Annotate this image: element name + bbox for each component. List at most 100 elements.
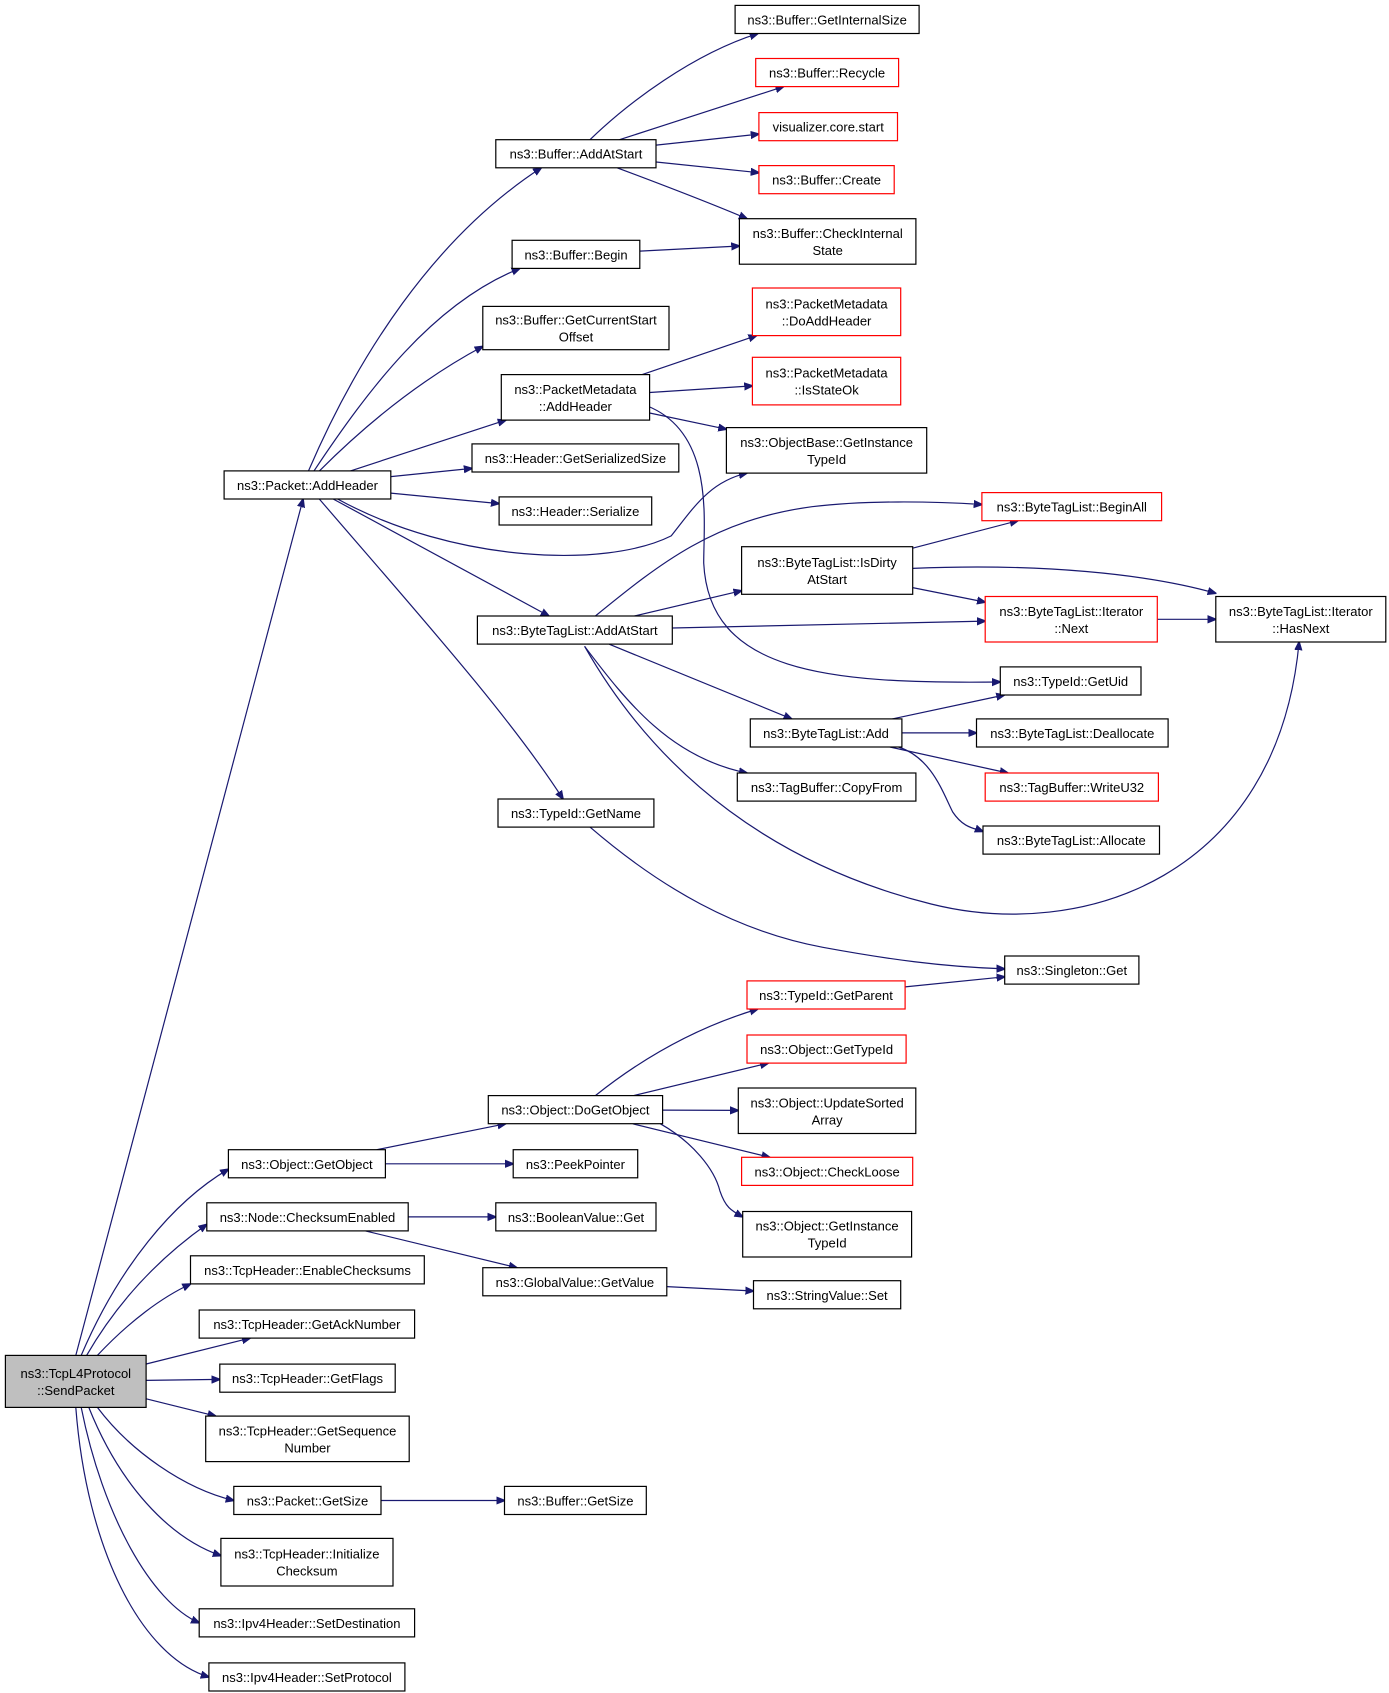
- node-pmDoAddHeader[interactable]: ns3::PacketMetadata::DoAddHeader: [751, 287, 902, 337]
- node-btlAdd[interactable]: ns3::ByteTagList::Add: [749, 718, 903, 748]
- node-tcpGetFlags[interactable]: ns3::TcpHeader::GetFlags: [219, 1363, 396, 1393]
- edge-typeIdGetParent-to-singletonGet: [905, 977, 1005, 988]
- node-box: [495, 1202, 657, 1232]
- node-singletonGet[interactable]: ns3::Singleton::Get: [1004, 955, 1140, 985]
- edge-root-to-pktGetSize: [96, 1407, 233, 1500]
- node-label: ns3::BooleanValue::Get: [508, 1210, 645, 1225]
- node-typeIdGetName[interactable]: ns3::TypeId::GetName: [497, 798, 655, 828]
- node-box: [982, 825, 1161, 855]
- node-objGetTypeId[interactable]: ns3::Object::GetTypeId: [746, 1034, 907, 1064]
- node-btlBeginAll[interactable]: ns3::ByteTagList::BeginAll: [981, 492, 1163, 522]
- node-box: [511, 239, 641, 270]
- node-tcpGetAckNumber[interactable]: ns3::TcpHeader::GetAckNumber: [198, 1309, 416, 1339]
- edge-btlAdd-to-btlAllocate: [898, 746, 983, 832]
- node-root[interactable]: ns3::TcpL4Protocol::SendPacket: [4, 1354, 147, 1409]
- node-tcpEnableChecksums[interactable]: ns3::TcpHeader::EnableChecksums: [189, 1255, 425, 1285]
- node-bufAddAtStart[interactable]: ns3::Buffer::AddAtStart: [495, 139, 657, 169]
- node-label: ns3::Object::GetInstance: [756, 1219, 899, 1234]
- node-box: [198, 1608, 416, 1638]
- edge-btlAdd-to-typeIdGetUid: [892, 695, 1004, 720]
- node-bufGetSize[interactable]: ns3::Buffer::GetSize: [503, 1485, 647, 1516]
- node-hdrGetSerializedSize[interactable]: ns3::Header::GetSerializedSize: [471, 443, 680, 473]
- edge-btlIsDirty-to-btlBeginAll: [912, 521, 1018, 549]
- node-label: ns3::ByteTagList::BeginAll: [997, 500, 1147, 515]
- node-box: [736, 772, 917, 802]
- edge-root-to-ipv4SetProtocol: [75, 1407, 209, 1677]
- node-box: [738, 218, 917, 265]
- node-typeIdGetParent[interactable]: ns3::TypeId::GetParent: [746, 980, 906, 1010]
- node-btlAddAtStart[interactable]: ns3::ByteTagList::AddAtStart: [476, 615, 673, 645]
- node-box: [999, 666, 1142, 696]
- node-objDoGetObject[interactable]: ns3::Object::DoGetObject: [487, 1094, 664, 1125]
- node-box: [734, 4, 920, 35]
- node-label: ::DoAddHeader: [782, 313, 872, 328]
- node-label: AtStart: [807, 572, 847, 587]
- node-box: [1215, 595, 1387, 643]
- node-addHeader[interactable]: ns3::Packet::AddHeader: [223, 470, 392, 500]
- edge-nodeChecksumEnabled-to-gvGetValue: [365, 1230, 517, 1268]
- node-label: ns3::Buffer::Begin: [524, 247, 627, 262]
- node-gvGetValue[interactable]: ns3::GlobalValue::GetValue: [482, 1267, 668, 1297]
- node-btlDeallocate[interactable]: ns3::ByteTagList::Deallocate: [975, 718, 1169, 748]
- node-bufGetInternalSize[interactable]: ns3::Buffer::GetInternalSize: [734, 4, 920, 35]
- edge-pmAddHeader-to-pmIsStateOk: [649, 386, 753, 394]
- node-label: ns3::TagBuffer::CopyFrom: [751, 780, 903, 795]
- node-label: Number: [284, 1440, 331, 1455]
- node-btlIterNext[interactable]: ns3::ByteTagList::Iterator::Next: [984, 595, 1158, 643]
- edge-objDoGetObject-to-objGetTypeId: [633, 1063, 769, 1097]
- node-bufCreate[interactable]: ns3::Buffer::Create: [758, 165, 895, 195]
- node-objGetObject[interactable]: ns3::Object::GetObject: [227, 1149, 386, 1179]
- node-box: [498, 496, 653, 526]
- node-pmAddHeader[interactable]: ns3::PacketMetadata::AddHeader: [500, 374, 651, 421]
- node-label: ns3::Object::GetTypeId: [760, 1042, 893, 1057]
- node-peekPointer[interactable]: ns3::PeekPointer: [512, 1149, 639, 1179]
- edge-root-to-nodeChecksumEnabled: [86, 1224, 207, 1356]
- node-svSet[interactable]: ns3::StringValue::Set: [752, 1280, 902, 1310]
- node-label: ns3::TypeId::GetParent: [759, 988, 893, 1003]
- node-boolGet[interactable]: ns3::BooleanValue::Get: [495, 1202, 657, 1232]
- nodes-layer: ns3::TcpL4Protocol::SendPacketns3::Packe…: [4, 4, 1387, 1692]
- edge-root-to-tcpGetAckNumber: [146, 1338, 250, 1365]
- node-label: ns3::StringValue::Set: [767, 1288, 889, 1303]
- node-label: ns3::ByteTagList::Deallocate: [990, 726, 1154, 741]
- node-pktGetSize[interactable]: ns3::Packet::GetSize: [233, 1485, 382, 1516]
- node-box: [220, 1537, 394, 1587]
- node-tbWriteU32[interactable]: ns3::TagBuffer::WriteU32: [984, 772, 1160, 802]
- node-label: Checksum: [276, 1564, 337, 1579]
- node-label: TypeId: [808, 1236, 847, 1251]
- edge-btlAddAtStart-to-tbCopyFrom: [584, 645, 747, 773]
- edge-addHeader-to-btlAddAtStart: [333, 498, 549, 616]
- node-label: ns3::ByteTagList::Allocate: [997, 833, 1146, 848]
- node-label: ns3::ByteTagList::Add: [763, 726, 889, 741]
- node-vizStart[interactable]: visualizer.core.start: [758, 111, 899, 142]
- node-ipv4SetProtocol[interactable]: ns3::Ipv4Header::SetProtocol: [208, 1662, 406, 1692]
- node-tbCopyFrom[interactable]: ns3::TagBuffer::CopyFrom: [736, 772, 917, 802]
- node-box: [755, 57, 900, 88]
- node-label: ns3::Singleton::Get: [1017, 963, 1128, 978]
- node-objCheckLoose[interactable]: ns3::Object::CheckLoose: [740, 1156, 914, 1187]
- node-nodeChecksumEnabled[interactable]: ns3::Node::ChecksumEnabled: [206, 1202, 409, 1232]
- node-bufBegin[interactable]: ns3::Buffer::Begin: [511, 239, 641, 270]
- node-ipv4SetDestination[interactable]: ns3::Ipv4Header::SetDestination: [198, 1608, 416, 1638]
- node-typeIdGetUid[interactable]: ns3::TypeId::GetUid: [999, 666, 1142, 696]
- node-label: ns3::ByteTagList::Iterator: [1229, 604, 1373, 619]
- node-btlAllocate[interactable]: ns3::ByteTagList::Allocate: [982, 825, 1161, 855]
- edge-bufAddAtStart-to-bufRecycle: [619, 87, 784, 141]
- node-hdrSerialize[interactable]: ns3::Header::Serialize: [498, 496, 653, 526]
- node-label: ns3::Packet::GetSize: [247, 1494, 368, 1509]
- node-box: [503, 1485, 647, 1516]
- node-btlIterHasNext[interactable]: ns3::ByteTagList::Iterator::HasNext: [1215, 595, 1387, 643]
- node-pmIsStateOk[interactable]: ns3::PacketMetadata::IsStateOk: [751, 356, 902, 406]
- edge-btlIsDirty-to-btlIterHasNext: [912, 566, 1216, 593]
- node-label: ns3::Header::Serialize: [511, 504, 639, 519]
- node-bufRecycle[interactable]: ns3::Buffer::Recycle: [755, 57, 900, 88]
